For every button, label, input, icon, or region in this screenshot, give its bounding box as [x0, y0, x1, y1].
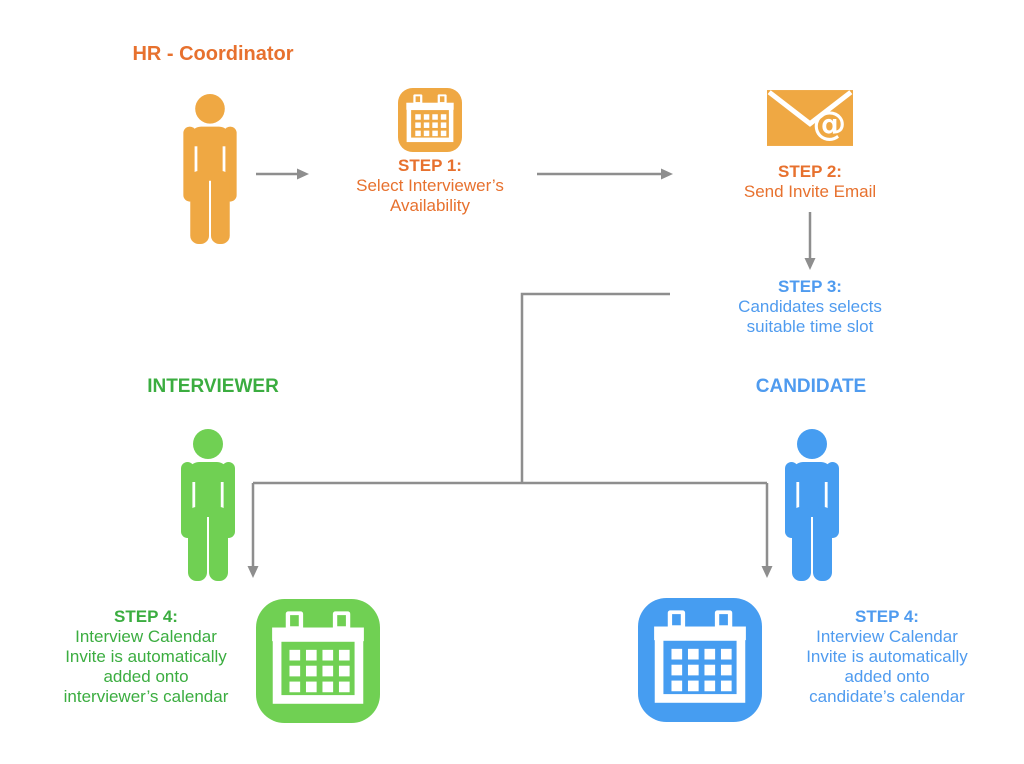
step4-interviewer-line-4: interviewer’s calendar — [63, 687, 229, 706]
interviewer-calendar-icon — [256, 599, 380, 723]
candidate-person-icon — [785, 429, 839, 581]
step2-line-1: Send Invite Email — [743, 182, 877, 201]
step4-candidate-line-4: candidate’s calendar — [809, 687, 965, 706]
step3-block: STEP 3: Candidates selects suitable time… — [738, 277, 882, 337]
interviewer-label: INTERVIEWER — [147, 376, 279, 397]
at-symbol: @ — [813, 104, 847, 143]
step4-interviewer-line-3: added onto — [103, 667, 189, 686]
step4-interviewer-block: STEP 4: Interview Calendar Invite is aut… — [64, 607, 229, 707]
arrowhead-step1-to-step2 — [661, 168, 673, 180]
arrowhead-split-to-candidate — [761, 566, 773, 578]
step2-block: STEP 2: Send Invite Email — [744, 162, 876, 202]
step4-candidate-line-2: Invite is automatically — [806, 647, 968, 666]
step4-candidate-line-3: added onto — [844, 667, 930, 686]
step3-title: STEP 3: — [778, 277, 842, 296]
arrowhead-hr-to-step1 — [297, 168, 309, 180]
candidate-label: CANDIDATE — [755, 376, 867, 397]
arrowhead-step2-to-step3 — [804, 258, 816, 270]
hr-person-icon — [183, 94, 237, 244]
step1-line-1: Select Interviewer’s — [356, 176, 504, 195]
step2-envelope-icon: @ — [767, 90, 853, 146]
step1-calendar-icon — [398, 88, 462, 152]
step1-title: STEP 1: — [398, 156, 462, 175]
step4-candidate-title: STEP 4: — [855, 607, 919, 626]
step4-candidate-line-1: Interview Calendar — [816, 627, 958, 646]
interviewer-person-icon — [181, 429, 235, 581]
arrowhead-split-to-interviewer — [247, 566, 259, 578]
hr-coordinator-label: HR - Coordinator — [132, 43, 294, 65]
connector-step3-to-split — [520, 292, 670, 484]
candidate-calendar-icon — [638, 598, 762, 722]
step1-block: STEP 1: Select Interviewer’s Availabilit… — [356, 156, 504, 216]
step3-line-2: suitable time slot — [746, 317, 874, 336]
step4-interviewer-line-1: Interview Calendar — [75, 627, 217, 646]
step4-interviewer-line-2: Invite is automatically — [65, 647, 227, 666]
step4-interviewer-title: STEP 4: — [114, 607, 178, 626]
step4-candidate-block: STEP 4: Interview Calendar Invite is aut… — [806, 607, 968, 707]
step2-title: STEP 2: — [778, 162, 842, 181]
step1-line-2: Availability — [389, 196, 470, 215]
step3-line-1: Candidates selects — [738, 297, 882, 316]
